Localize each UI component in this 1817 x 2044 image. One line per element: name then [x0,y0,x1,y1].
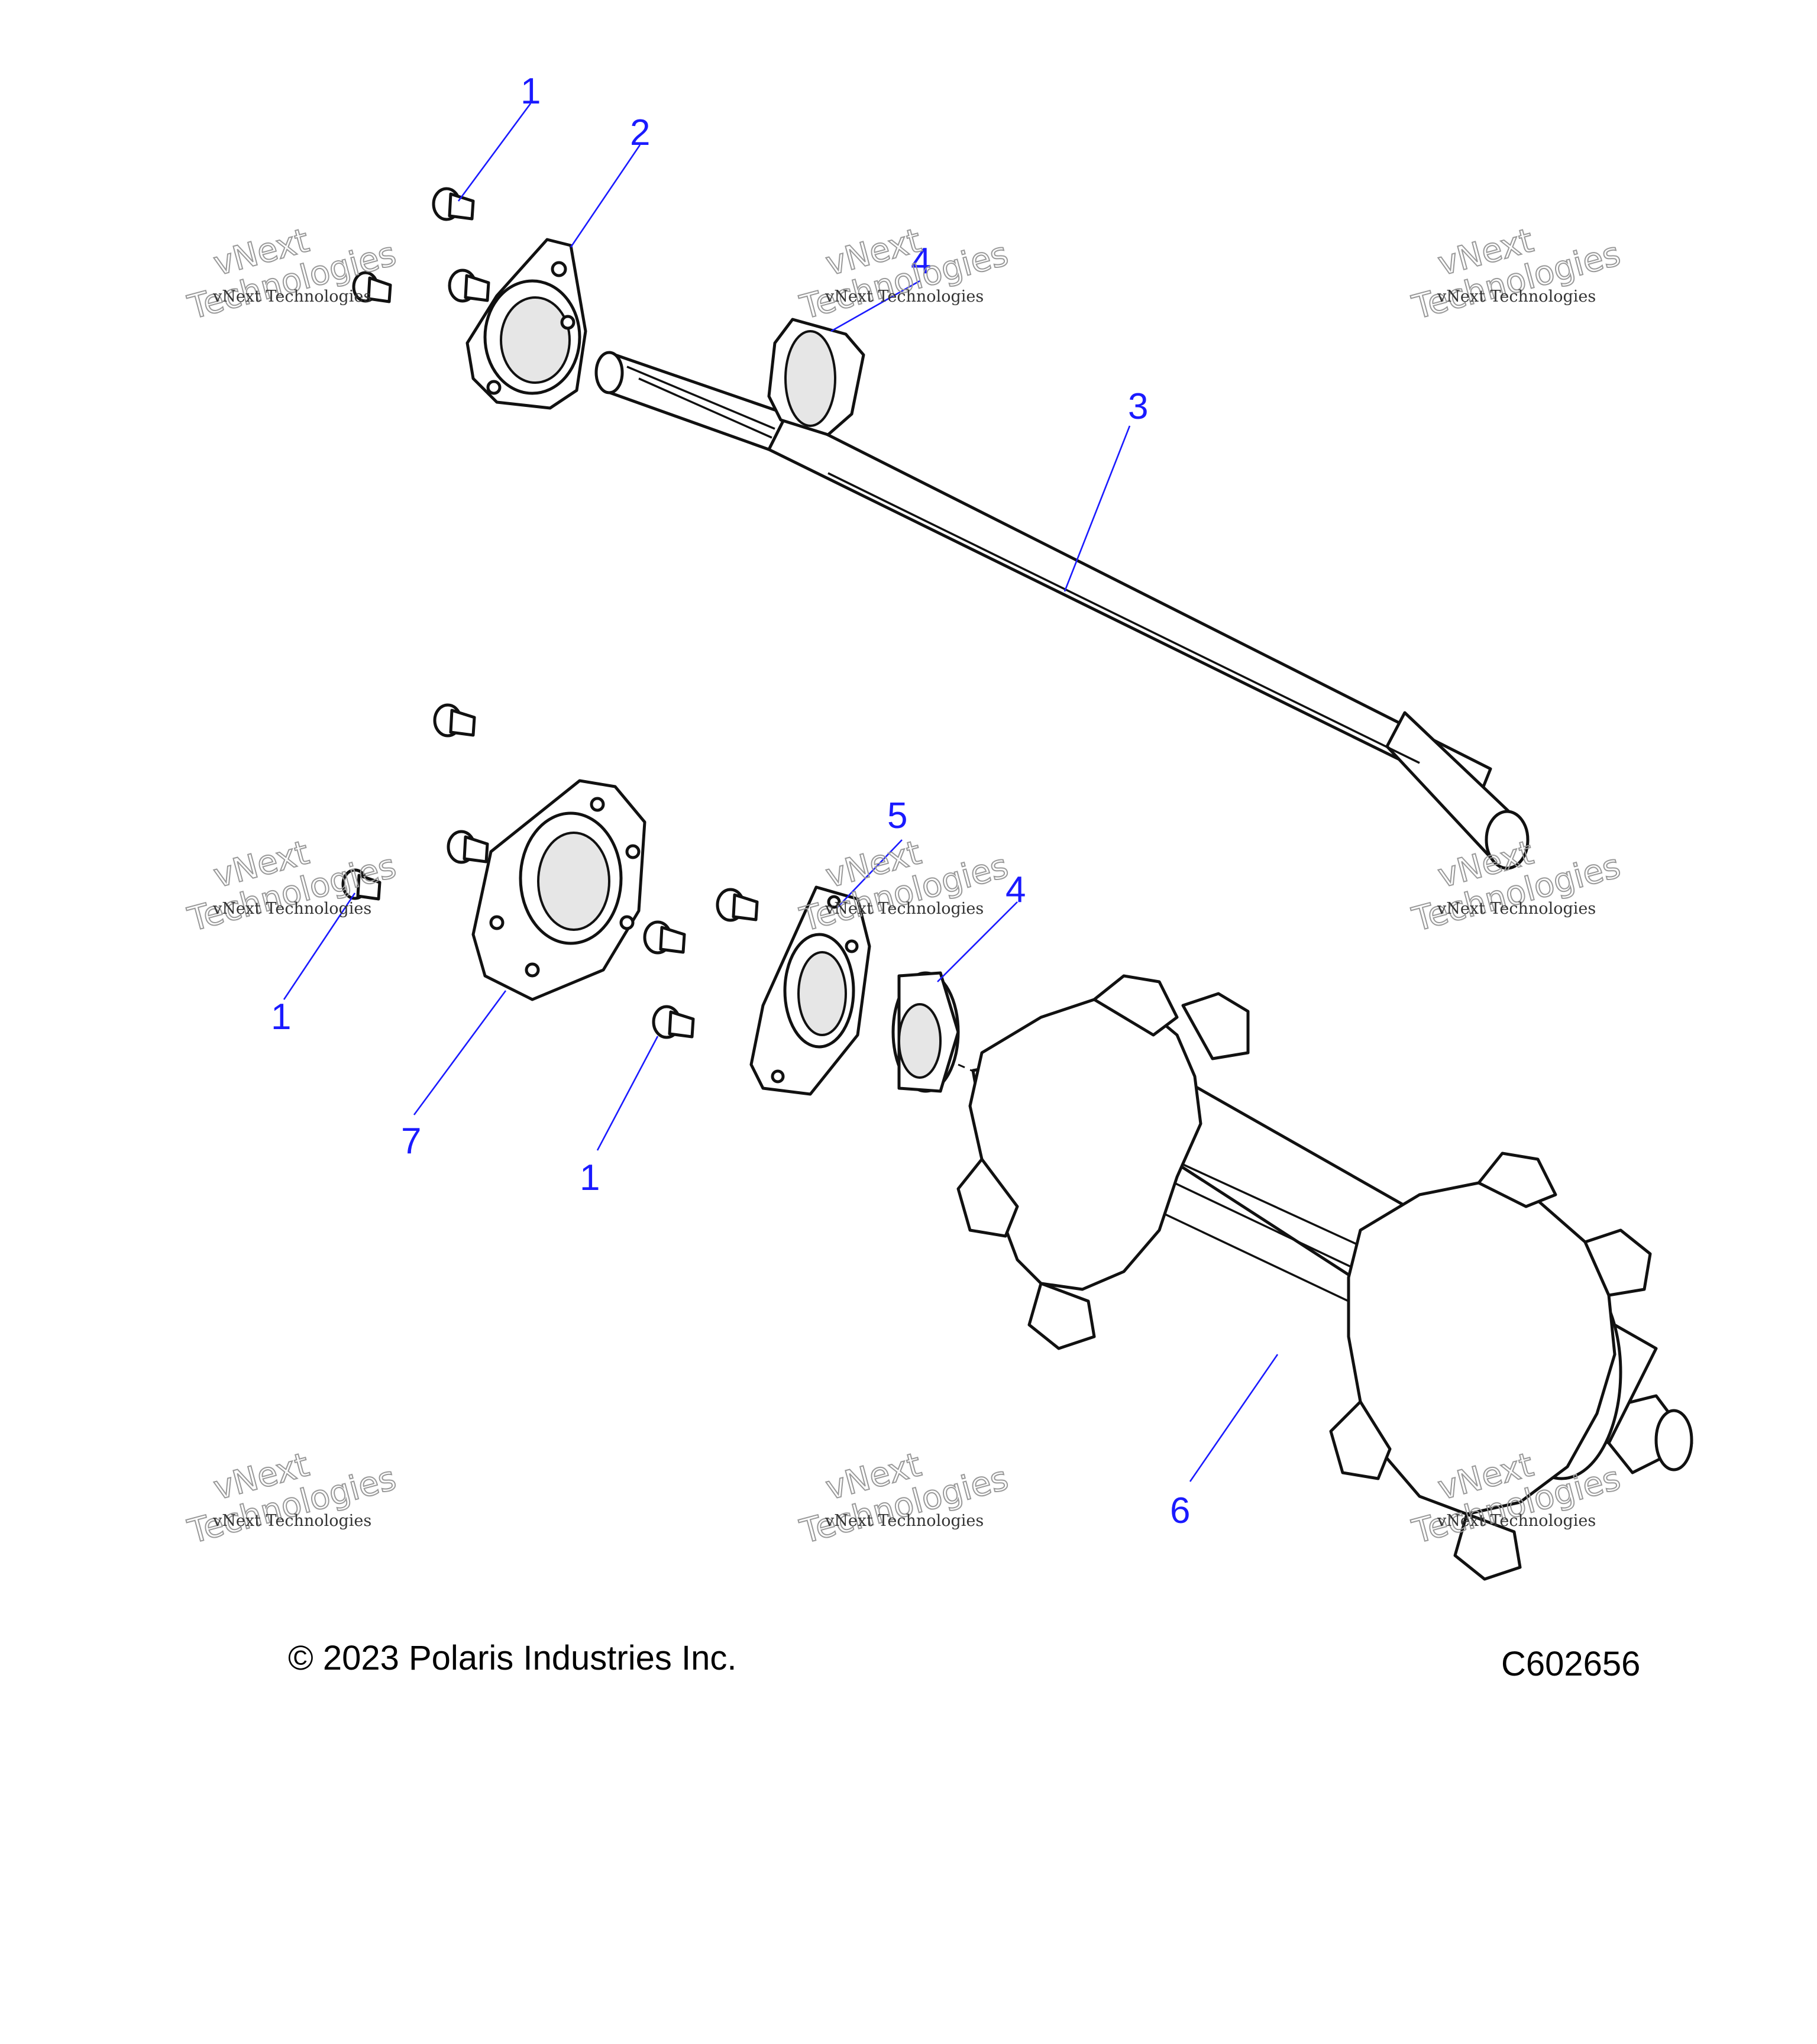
leader-4b [937,901,1018,982]
main-shaft [594,351,1530,870]
bolt-mid-2 [447,830,489,864]
callout-4: 4 [911,241,931,282]
bolt-top-2 [448,269,490,303]
bearing-lower [891,971,960,1093]
svg-text:vNext Technologies: vNext Technologies [825,1512,984,1530]
callout-5: 5 [887,795,907,836]
watermark-4: vNext Technologies vNext Technologies [183,833,400,940]
copyright-notice: © 2023 Polaris Industries Inc. [288,1639,737,1677]
callout-1: 1 [520,71,541,112]
leader-7 [413,990,507,1115]
svg-text:vNext Technologies: vNext Technologies [1437,287,1596,306]
callout-4: 4 [1006,869,1026,910]
gasket-plate [471,779,646,1001]
svg-text:vNext Technologies: vNext Technologies [1437,900,1596,918]
drawing-number: C602656 [1501,1645,1641,1683]
watermark-5: vNext Technologies vNext Technologies [796,833,1013,940]
leader-1b [283,892,356,1000]
callout-2: 2 [630,112,650,153]
callout-6: 6 [1170,1490,1190,1531]
leader-2 [570,144,641,248]
leader-5 [836,839,903,908]
watermark-8: vNext Technologies vNext Technologies [796,1445,1013,1552]
leader-1c [596,1036,659,1151]
svg-text:vNext Technologies: vNext Technologies [825,287,984,306]
callout-1: 1 [271,997,291,1037]
bolt-top-3 [352,271,392,303]
callout-1: 1 [580,1157,600,1198]
callout-7: 7 [401,1121,421,1162]
svg-text:vNext Technologies: vNext Technologies [1437,1512,1596,1530]
bolt-top-1 [432,187,475,221]
leader-1a [457,103,532,202]
shaft-collar [767,318,865,436]
svg-text:vNext Technologies: vNext Technologies [212,1512,371,1530]
bolt-center-3 [652,1005,695,1039]
callout-labels: 1 2 4 3 5 4 1 7 1 6 [271,71,1190,1531]
watermark-7: vNext Technologies vNext Technologies [183,1445,400,1552]
callout-3: 3 [1128,386,1148,427]
svg-text:vNext Technologies: vNext Technologies [212,287,371,306]
leader-3 [1063,425,1131,592]
flange-bearing [749,885,871,1096]
leader-lines [283,103,1279,1482]
drive-axle-assembly [956,974,1693,1581]
bolt-mid-1 [433,703,476,738]
watermark-1: vNext Technologies vNext Technologies [183,221,400,328]
leader-6 [1189,1354,1279,1482]
bolt-center-1 [716,888,759,922]
svg-text:vNext Technologies: vNext Technologies [825,900,984,918]
bolt-mid-3 [341,868,381,901]
flange-top [465,238,587,410]
leader-4a [830,280,920,332]
bolt-center-2 [643,920,686,955]
svg-text:vNext Technologies: vNext Technologies [212,900,371,918]
watermark-3: vNext Technologies vNext Technologies [1408,221,1625,328]
